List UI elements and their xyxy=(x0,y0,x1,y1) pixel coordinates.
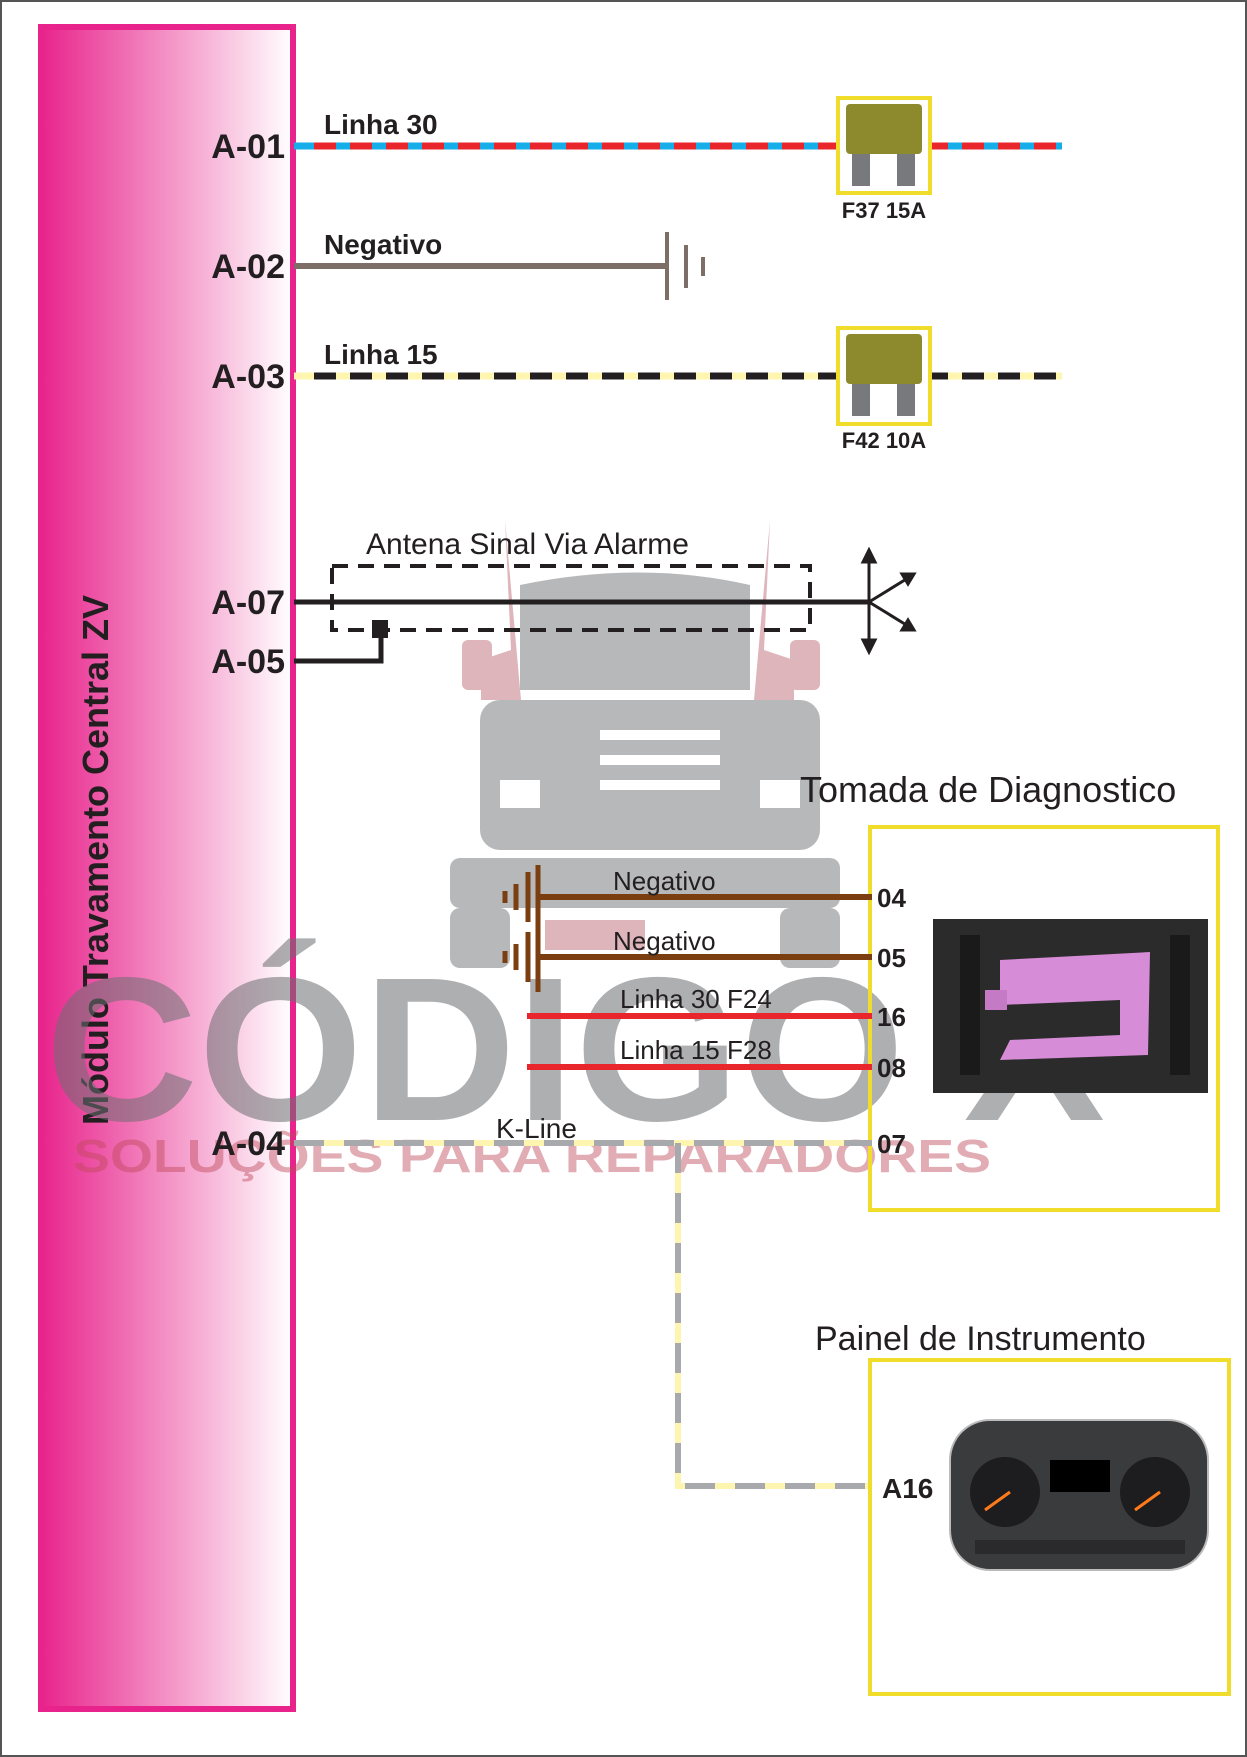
diagnostic-socket-section: Tomada de Diagnostico Negativo Negativo … xyxy=(502,769,1220,1212)
wire-label: Linha 15 F28 xyxy=(620,1035,772,1065)
brand-tagline: SOLUÇÕES PARA REPARADORES xyxy=(73,1130,991,1182)
panel-frame xyxy=(868,1358,1231,1696)
pin-label: 05 xyxy=(877,943,906,973)
wire-label: Linha 15 xyxy=(324,339,438,370)
wire-label: Linha 30 xyxy=(324,109,438,140)
wire-label: Negativo xyxy=(613,926,716,956)
antenna-icon xyxy=(860,546,917,656)
wire-label: Negativo xyxy=(324,229,442,260)
circuit-a03: A-03 Linha 15 F42 10A xyxy=(211,326,1062,453)
pin-label: A-05 xyxy=(211,643,285,681)
instrument-cluster-photo xyxy=(949,1419,1209,1571)
kline-circuit: K-Line A-04 07 xyxy=(211,1113,906,1489)
brand-watermark: CÓDIGO X SOLUÇÕES PARA REPARADORES xyxy=(45,935,1105,1182)
pin-label: 16 xyxy=(877,1002,906,1032)
instrument-panel-section: Painel de Instrumento A16 xyxy=(815,1320,1231,1696)
pin-label: 04 xyxy=(877,883,906,913)
pin-label: A16 xyxy=(882,1473,933,1504)
module-title: Módulo Travamento Central ZV xyxy=(75,595,116,1125)
circuit-a02: A-02 Negativo xyxy=(211,229,705,300)
ground-icon xyxy=(665,232,705,300)
fuse-icon xyxy=(836,326,932,426)
brand-logo-text: CÓDIGO X xyxy=(45,935,1105,1164)
pin-label: A-02 xyxy=(211,248,285,286)
pin-label: 08 xyxy=(877,1053,906,1083)
module-block: Módulo Travamento Central ZV xyxy=(38,24,296,1712)
pin-label: A-07 xyxy=(211,584,285,622)
connector-photo xyxy=(933,919,1208,1093)
pin-label: A-04 xyxy=(211,1125,285,1163)
diagnostic-title: Tomada de Diagnostico xyxy=(800,769,1176,810)
pin-label: A-03 xyxy=(211,358,285,396)
fuse-label: F37 15A xyxy=(842,198,926,223)
fuse-label: F42 10A xyxy=(842,428,926,453)
circuit-a01: A-01 Linha 30 F37 15A xyxy=(211,96,1062,223)
pin-label: A-01 xyxy=(211,128,285,166)
fuse-icon xyxy=(836,96,932,195)
pin-label: 07 xyxy=(877,1129,906,1159)
antenna-title: Antena Sinal Via Alarme xyxy=(366,528,689,561)
wire-label: Linha 30 F24 xyxy=(620,984,772,1014)
kline-label: K-Line xyxy=(496,1113,577,1144)
ground-icon xyxy=(502,865,541,992)
wire-label: Negativo xyxy=(613,866,716,896)
antenna-circuit: Antena Sinal Via Alarme A-07 A-05 xyxy=(211,528,917,681)
panel-title: Painel de Instrumento xyxy=(815,1320,1146,1358)
